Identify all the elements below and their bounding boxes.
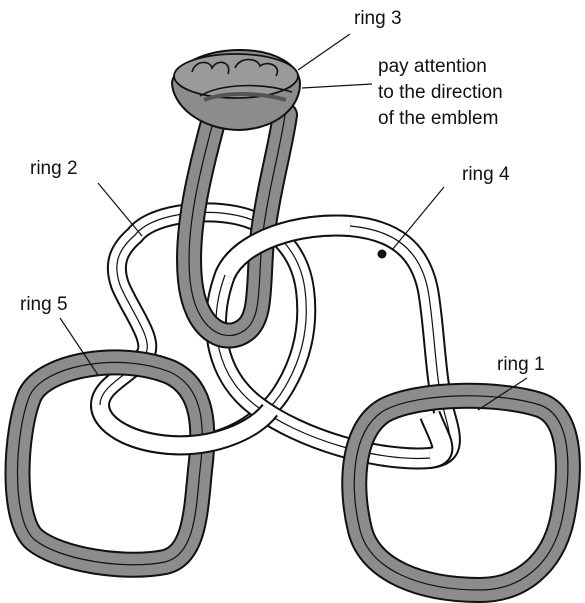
label-ring-4: ring 4 (462, 164, 510, 185)
label-note-line-3: of the emblem (378, 108, 498, 129)
leader-ring-4 (392, 187, 444, 250)
leader-ring-2 (98, 183, 142, 236)
ring-1 (354, 396, 568, 590)
label-ring-1: ring 1 (497, 354, 545, 375)
label-ring-5: ring 5 (20, 294, 68, 315)
leader-ring-3 (298, 34, 350, 70)
label-ring-3: ring 3 (354, 8, 402, 29)
emblem-dot (378, 250, 387, 259)
ring-2-front-segment (100, 405, 270, 445)
label-note-line-2: to the direction (378, 82, 503, 103)
label-ring-2: ring 2 (30, 158, 78, 179)
leader-emblem-note (302, 84, 372, 88)
ring-3 (172, 50, 300, 336)
label-note-line-1: pay attention (378, 56, 487, 77)
